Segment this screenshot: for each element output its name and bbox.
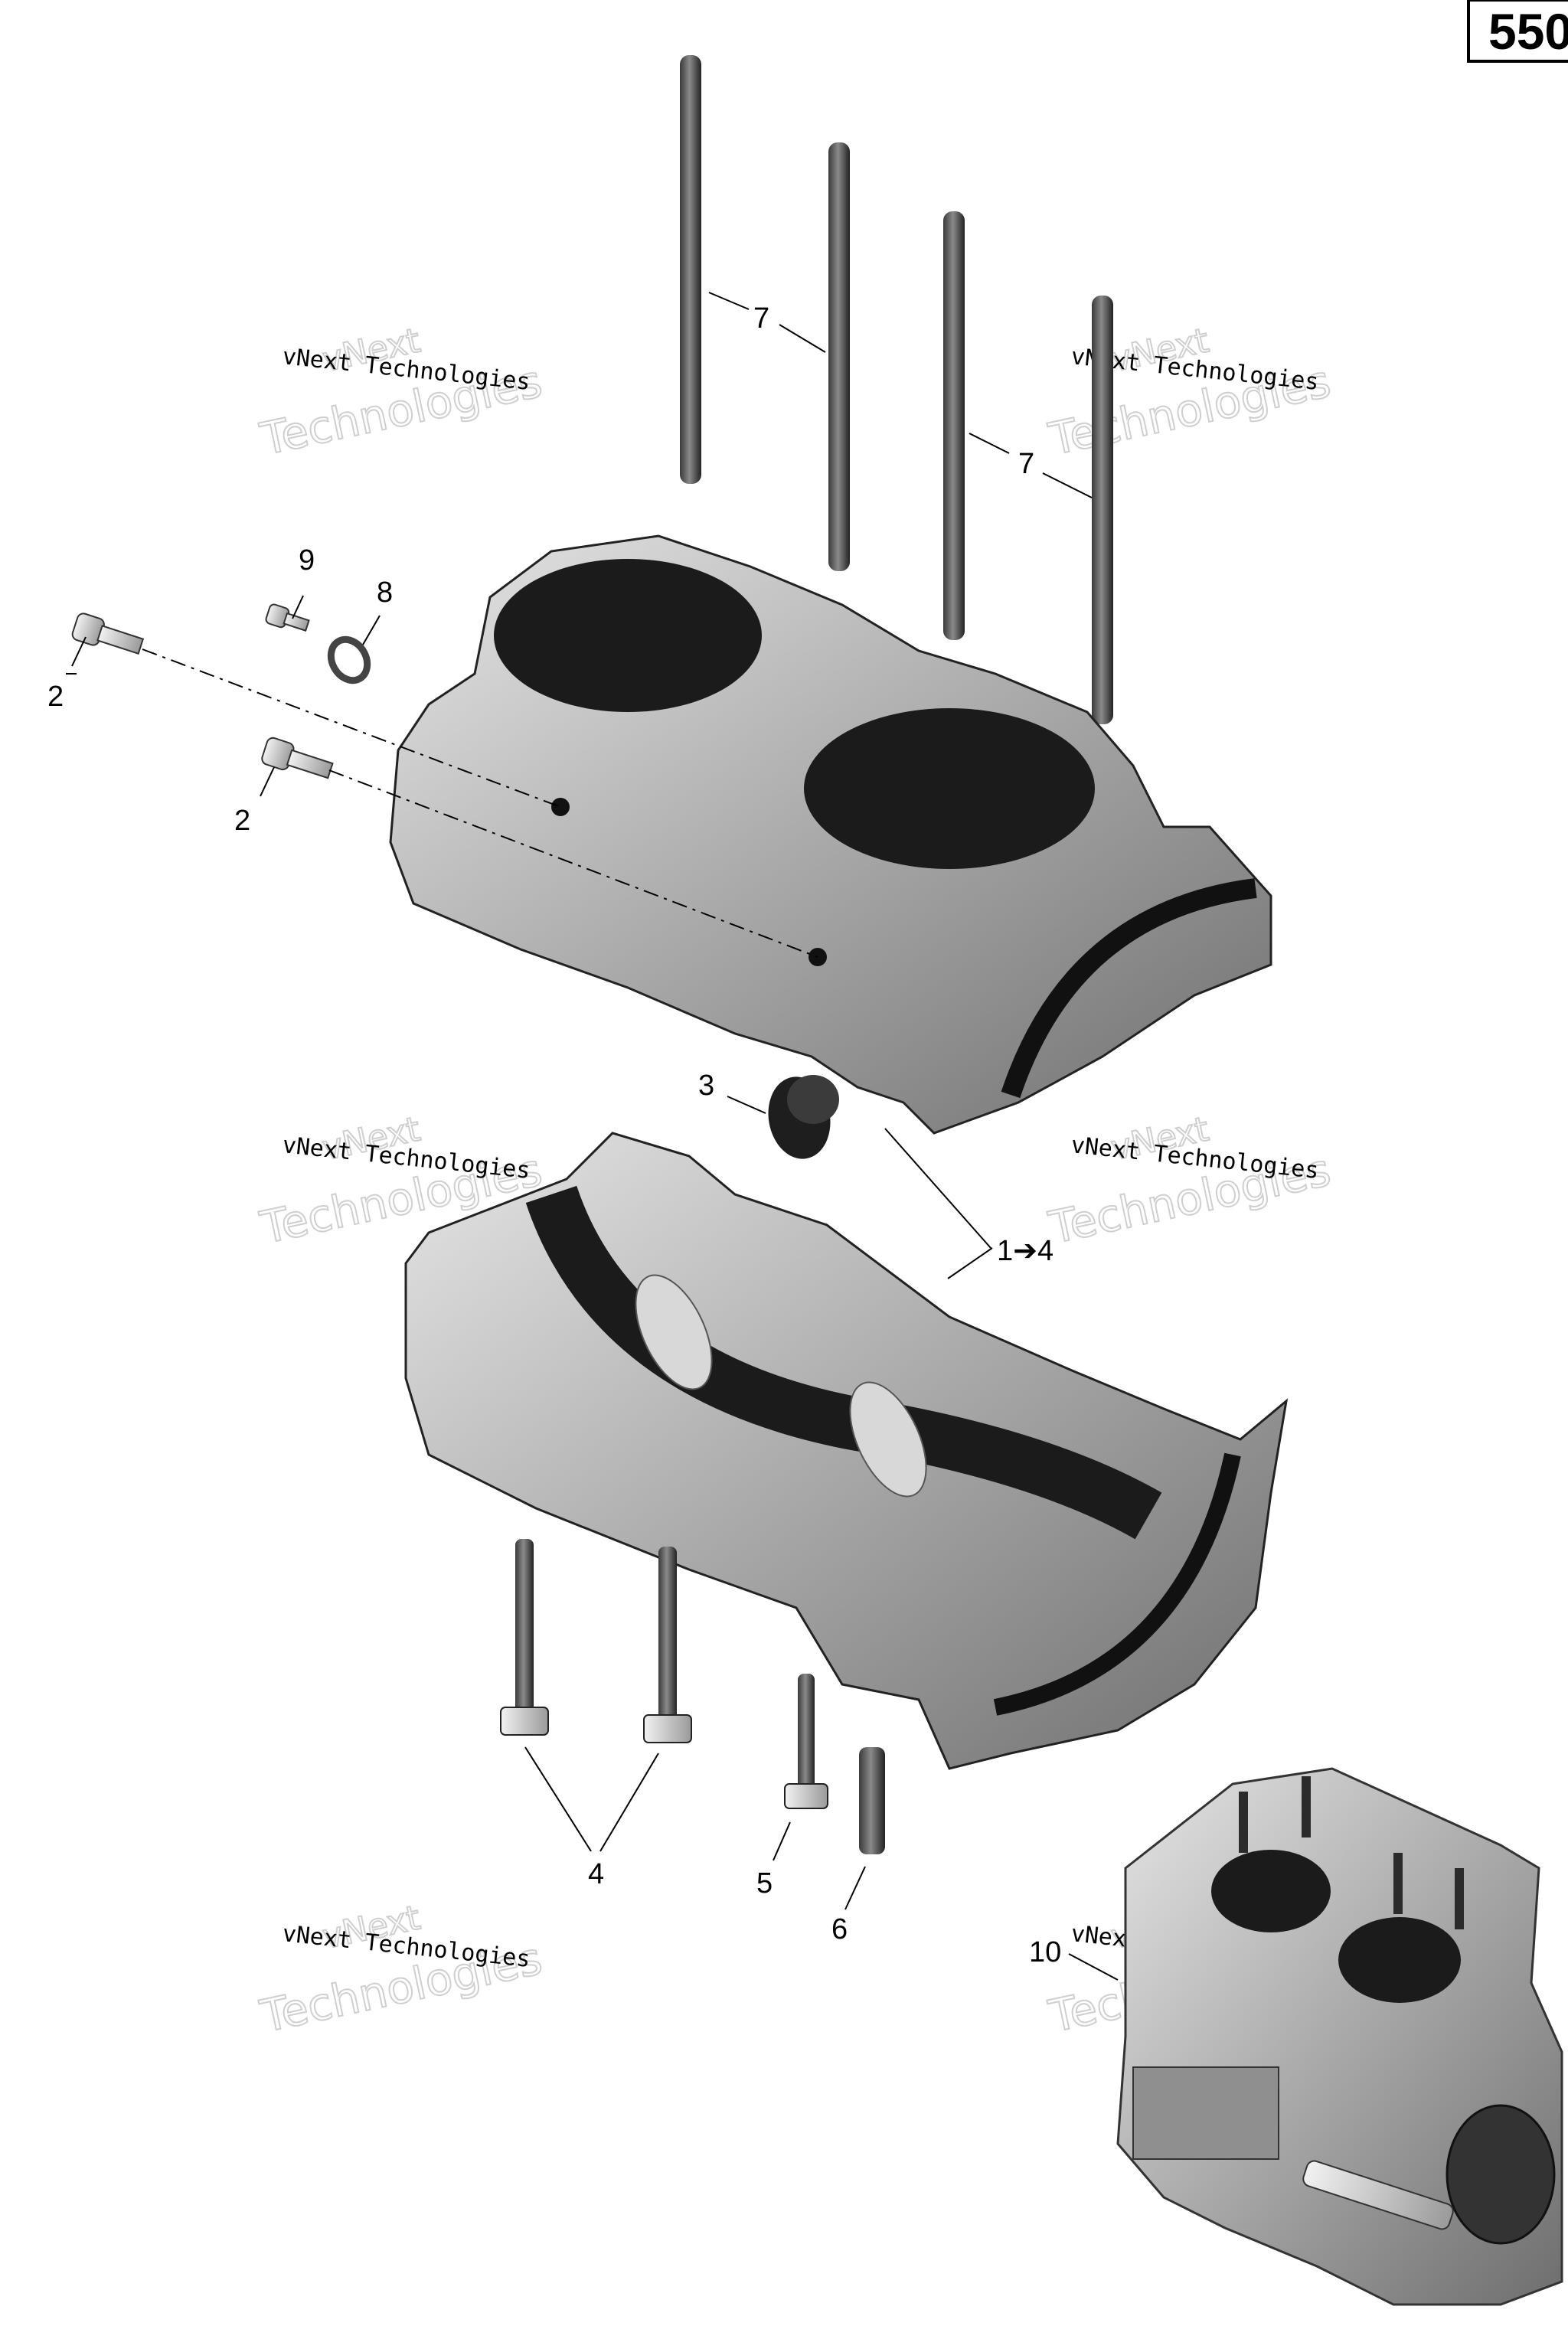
stud-4 xyxy=(1092,296,1113,724)
callout-3: 3 xyxy=(698,1070,714,1102)
callout-1-to-4: 1➔4 xyxy=(997,1235,1054,1267)
callout-2a: 2 xyxy=(47,681,64,713)
upper-bearing-seat xyxy=(1001,878,1257,1099)
part-2-bolts xyxy=(71,612,818,958)
main-bearing-1 xyxy=(635,1274,713,1390)
engine-cylinder-1 xyxy=(1211,1850,1331,1932)
bolt-4a-head xyxy=(500,1707,549,1736)
bolt-2a-axis-line xyxy=(142,648,561,808)
part-6-dowel xyxy=(859,1747,885,1854)
callout-6: 6 xyxy=(831,1913,848,1945)
callout-9: 9 xyxy=(299,544,315,577)
callout-10: 10 xyxy=(1029,1936,1061,1968)
stud-2 xyxy=(828,142,850,571)
bolt-2b-axis-line xyxy=(328,769,818,958)
part-8-washer xyxy=(327,635,371,684)
page-number: 550 xyxy=(1467,0,1568,63)
part-10-engine-assembly xyxy=(1116,1767,1563,2306)
lower-crankcase xyxy=(404,1132,1289,1770)
part-5-bolt xyxy=(784,1674,828,1809)
engine-intake xyxy=(1132,2066,1279,2160)
cylinder-bore-2 xyxy=(804,708,1095,869)
stud-3 xyxy=(943,211,965,640)
part-9-screw xyxy=(265,603,310,632)
callout-8: 8 xyxy=(377,577,393,609)
bolt-hole-upper xyxy=(551,798,570,816)
callouts: 7 7 9 8 2 2 3 1➔4 4 5 6 10 xyxy=(47,302,1061,1968)
page-number-text: 550 xyxy=(1488,3,1568,60)
cylinder-bore-1 xyxy=(494,559,762,712)
leader-lines xyxy=(66,292,1119,1981)
callout-7a: 7 xyxy=(753,302,769,335)
upper-crankcase xyxy=(389,534,1272,1135)
bolt-4a-shaft xyxy=(515,1539,534,1715)
main-bearing-2 xyxy=(849,1381,927,1498)
bolt-2b xyxy=(261,737,334,779)
engine-crankshaft-end xyxy=(1302,2160,1454,2230)
bolt-2a xyxy=(71,612,145,655)
part-4-bolts xyxy=(500,1539,692,1743)
bolt-4b-head xyxy=(643,1714,692,1743)
callout-7b: 7 xyxy=(1018,448,1034,480)
stud-1 xyxy=(680,55,701,484)
engine-flywheel-side xyxy=(1446,2104,1556,2245)
lower-bearing-seat xyxy=(993,1452,1241,1716)
callout-2b: 2 xyxy=(234,805,250,837)
engine-cylinder-2 xyxy=(1338,1917,1461,2003)
callout-5: 5 xyxy=(756,1867,773,1900)
bolt-4b-shaft xyxy=(658,1547,677,1723)
part-7-studs xyxy=(680,55,1113,724)
part-3-plug xyxy=(768,1075,839,1159)
callout-4: 4 xyxy=(588,1858,604,1890)
watermarks: vNext Technologies vNext Technologies vN… xyxy=(255,320,1336,2043)
crankshaft-cavity xyxy=(525,1185,1162,1540)
